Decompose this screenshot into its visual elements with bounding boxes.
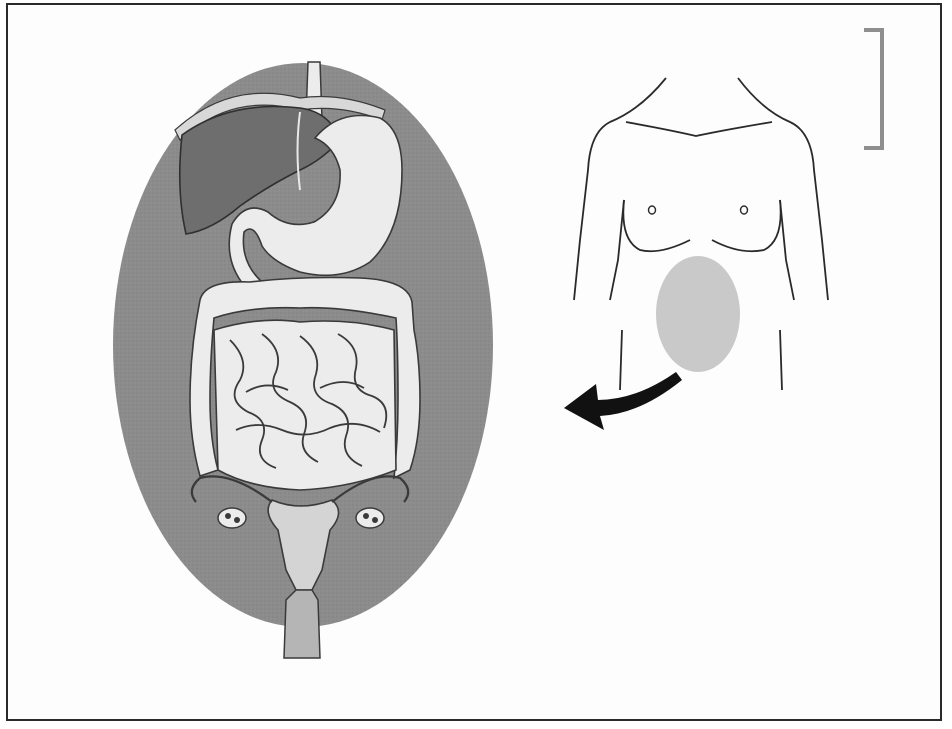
abdominal-region-highlight (656, 256, 740, 372)
vagina (284, 590, 320, 658)
small-intestine (214, 320, 396, 490)
bracket-mark (864, 30, 882, 148)
curved-arrow-icon (564, 372, 682, 430)
ovary-right (356, 508, 384, 528)
ovary-left (218, 508, 246, 528)
